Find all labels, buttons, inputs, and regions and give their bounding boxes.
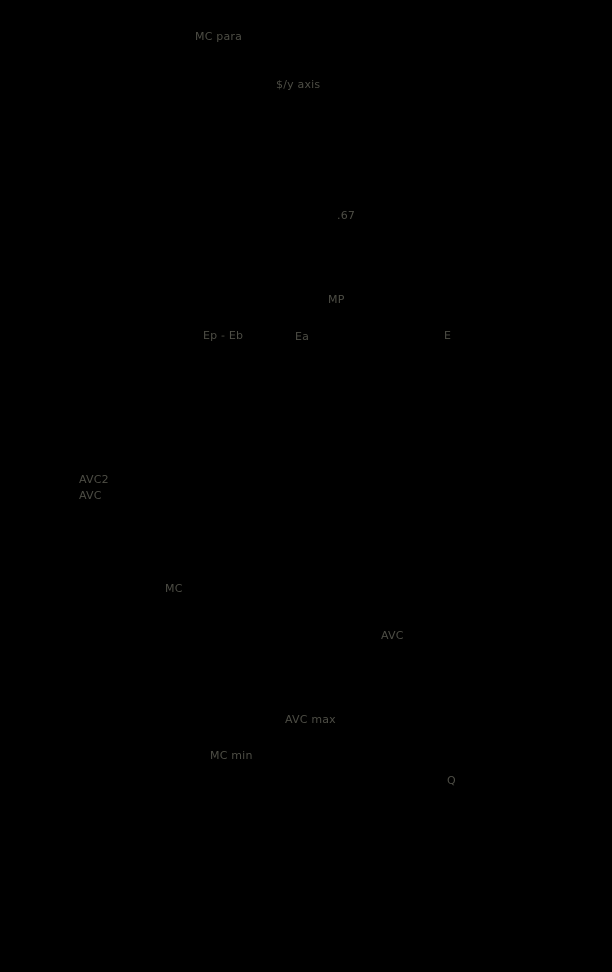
ep-eb-label: Ep - Eb: [203, 329, 244, 342]
ea-label: Ea: [295, 330, 310, 343]
mc-label: MC: [165, 582, 183, 595]
mc-min-label: MC min: [210, 749, 253, 762]
avc-right-label: AVC: [381, 629, 404, 642]
avc2-label: AVC2: [79, 473, 109, 486]
avc-max-label: AVC max: [285, 713, 336, 726]
avc-left-label: AVC: [79, 489, 102, 502]
e-label: E: [444, 329, 452, 342]
y-axis-label: $/y axis: [276, 78, 321, 91]
mp-label: MP: [328, 293, 345, 306]
mc-para-label: MC para: [195, 30, 243, 43]
value-67-label: .67: [337, 209, 356, 222]
q-axis-label: Q: [447, 774, 456, 787]
